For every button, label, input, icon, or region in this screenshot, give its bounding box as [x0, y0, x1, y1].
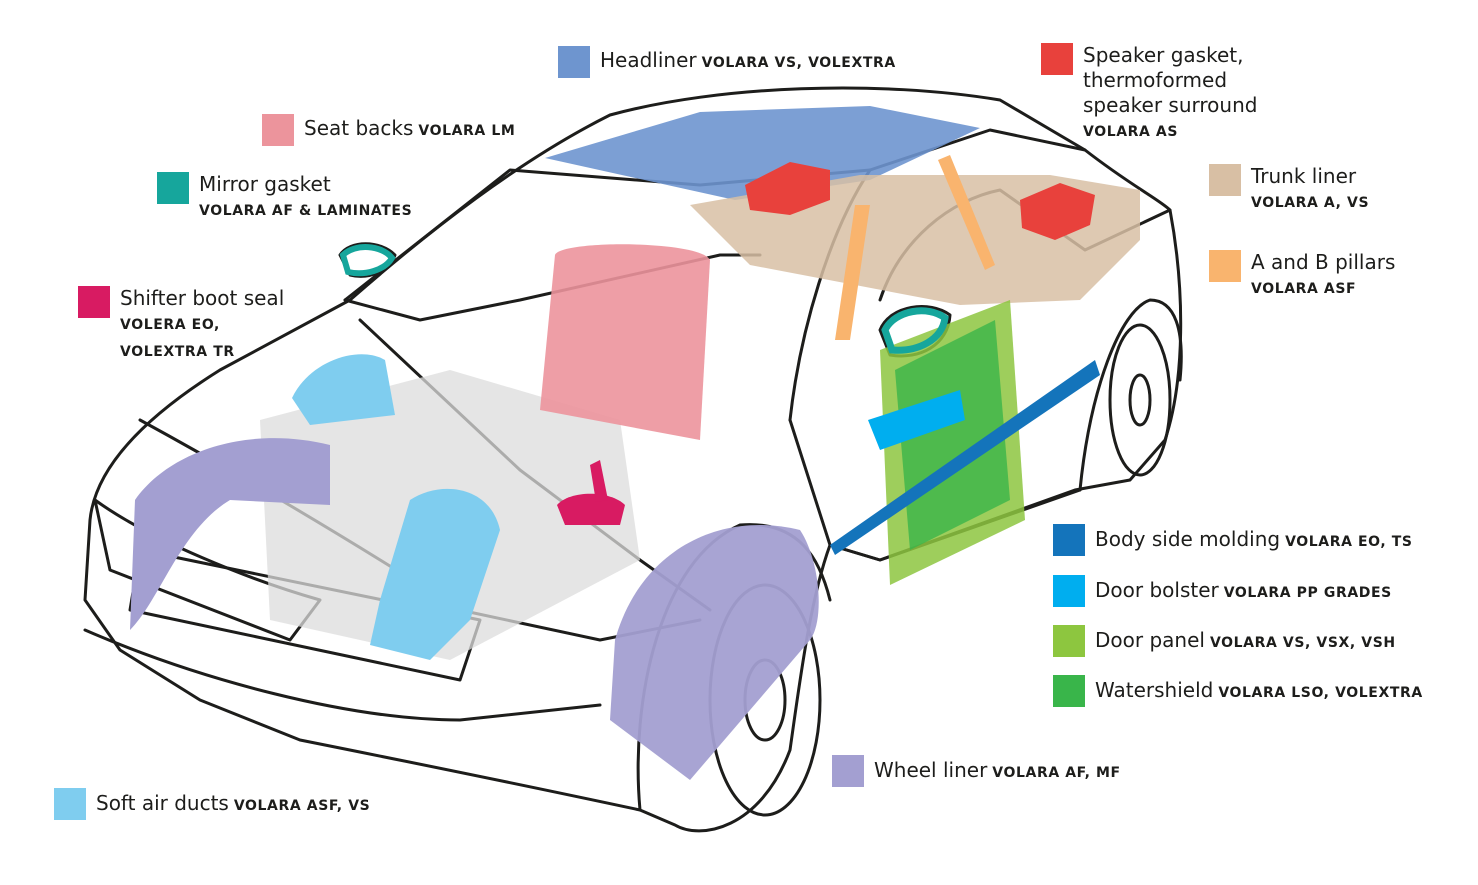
- legend-pillars: A and B pillars VOLARA ASF: [1209, 250, 1395, 302]
- shifter-label: Shifter boot seal: [120, 286, 285, 310]
- b-pillar-zone: [938, 155, 995, 270]
- shifter-product-2: VOLEXTRA TR: [120, 344, 235, 360]
- headliner-swatch: [558, 46, 590, 78]
- mirror-gasket-left: [339, 244, 396, 277]
- speaker-right: [1020, 183, 1095, 240]
- pillars-swatch: [1209, 250, 1241, 282]
- airducts-label: Soft air ducts: [96, 791, 229, 815]
- trunk-product: VOLARA A, VS: [1251, 195, 1370, 211]
- doorpanel-product: VOLARA VS, VSX, VSH: [1209, 635, 1396, 651]
- front-bumper: [83, 628, 602, 722]
- mirror-swatch: [157, 172, 189, 204]
- legend-trunk-liner: Trunk liner VOLARA A, VS: [1209, 164, 1369, 216]
- seat-product: VOLARA LM: [418, 123, 516, 139]
- doorpanel-swatch: [1053, 625, 1085, 657]
- bodyside-product: VOLARA EO, TS: [1285, 534, 1413, 550]
- speaker-label-line3: speaker surround: [1083, 93, 1258, 117]
- speaker-product: VOLARA AS: [1083, 124, 1179, 140]
- legend-shifter-boot: Shifter boot seal VOLERA EO, VOLEXTRA TR: [78, 286, 284, 365]
- speaker-label-line1: Speaker gasket,: [1083, 43, 1244, 67]
- legend-mirror-gasket: Mirror gasket VOLARA AF & LAMINATES: [157, 172, 412, 224]
- shifter-swatch: [78, 286, 110, 318]
- windshield-lower: [343, 253, 762, 322]
- headliner-label: Headliner: [600, 48, 697, 72]
- seat-zone: [540, 244, 710, 440]
- headliner-product: VOLARA VS, VOLEXTRA: [701, 55, 896, 71]
- trunk-swatch: [1209, 164, 1241, 196]
- mirror-label: Mirror gasket: [199, 172, 331, 196]
- rear-wheel: [1108, 323, 1172, 477]
- bolster-product: VOLARA PP GRADES: [1223, 585, 1392, 601]
- airducts-product: VOLARA ASF, VS: [233, 798, 371, 814]
- rear-wheel-arch: [1078, 298, 1183, 492]
- seat-label: Seat backs: [304, 116, 414, 140]
- bodyside-label: Body side molding: [1095, 527, 1281, 551]
- shifter-boot: [557, 493, 625, 525]
- air-duct-left: [292, 354, 395, 425]
- rear-wheel-hub: [1128, 373, 1152, 427]
- pillars-product: VOLARA ASF: [1251, 281, 1357, 297]
- speaker-swatch: [1041, 43, 1073, 75]
- wheel-swatch: [832, 755, 864, 787]
- bolster-label: Door bolster: [1095, 578, 1219, 602]
- airducts-swatch: [54, 788, 86, 820]
- wheel-liner-front: [130, 438, 330, 630]
- wheel-label: Wheel liner: [874, 758, 988, 782]
- air-duct-front: [370, 488, 500, 660]
- shifter-stick: [590, 460, 608, 502]
- speaker-label-line2: thermoformed: [1083, 68, 1228, 92]
- bolster-swatch: [1053, 575, 1085, 607]
- seat-swatch: [262, 114, 294, 146]
- watershield-swatch: [1053, 675, 1085, 707]
- bodyside-swatch: [1053, 524, 1085, 556]
- wheel-liner-rear: [610, 524, 819, 780]
- shifter-product-1: VOLERA EO,: [120, 317, 220, 333]
- mirror-gasket-right: [881, 307, 949, 354]
- legend-speaker: Speaker gasket, thermoformed speaker sur…: [1041, 43, 1257, 145]
- speaker-left: [745, 162, 830, 215]
- a-pillar-zone: [835, 205, 870, 340]
- pillars-label: A and B pillars: [1251, 250, 1396, 274]
- watershield-label: Watershield: [1095, 678, 1214, 702]
- watershield-product: VOLARA LSO, VOLEXTRA: [1218, 685, 1423, 701]
- mirror-product: VOLARA AF & LAMINATES: [199, 203, 413, 219]
- door-bolster-zone: [868, 390, 965, 450]
- trunk-label: Trunk liner: [1251, 164, 1357, 188]
- body-side-molding-zone: [830, 360, 1100, 555]
- wheel-product: VOLARA AF, MF: [992, 765, 1121, 781]
- doorpanel-label: Door panel: [1095, 628, 1205, 652]
